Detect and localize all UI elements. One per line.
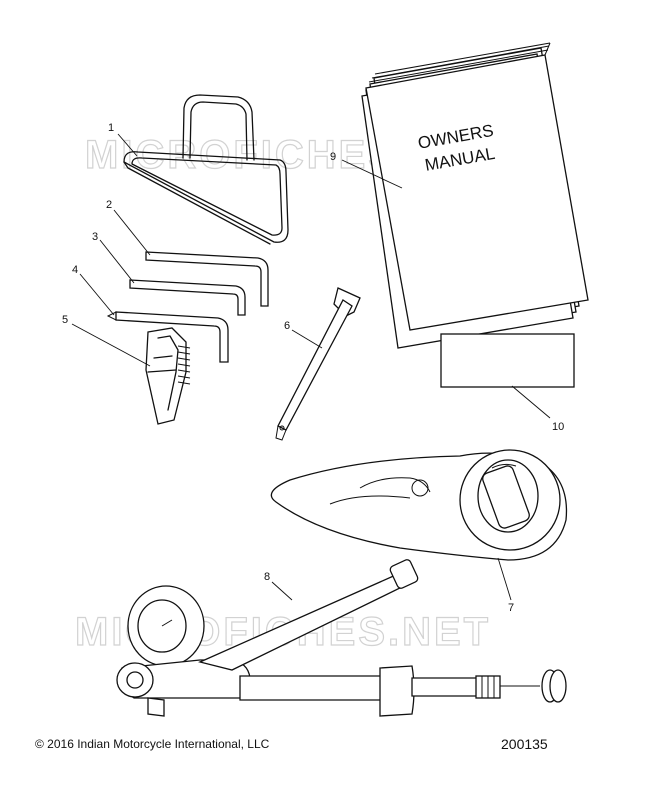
callout-2: 2 — [106, 199, 112, 211]
callout-4: 4 — [72, 264, 78, 276]
allen-key-large — [145, 251, 269, 307]
callout-7: 7 — [508, 602, 514, 614]
allen-key-medium — [129, 279, 246, 316]
blank-label-icon — [440, 333, 575, 388]
callout-5: 5 — [62, 314, 68, 326]
callout-6: 6 — [284, 320, 290, 332]
callout-3: 3 — [92, 231, 98, 243]
callout-1: 1 — [108, 122, 114, 134]
callout-8: 8 — [264, 571, 270, 583]
strap-wrench-icon — [123, 94, 289, 245]
copyright-notice: © 2016 Indian Motorcycle International, … — [35, 737, 270, 751]
callout-9: 9 — [330, 151, 336, 163]
tool-pouch-icon — [270, 449, 568, 561]
callout-10: 10 — [552, 421, 564, 433]
pressure-gauge-pump-icon — [116, 559, 567, 717]
allen-key-small — [106, 311, 229, 363]
figure-number: 200135 — [501, 736, 548, 752]
owners-manual-book-icon: OWNERS MANUAL — [361, 42, 589, 349]
fuse-puller-icon — [145, 327, 191, 425]
screwdriver-icon — [275, 287, 361, 441]
